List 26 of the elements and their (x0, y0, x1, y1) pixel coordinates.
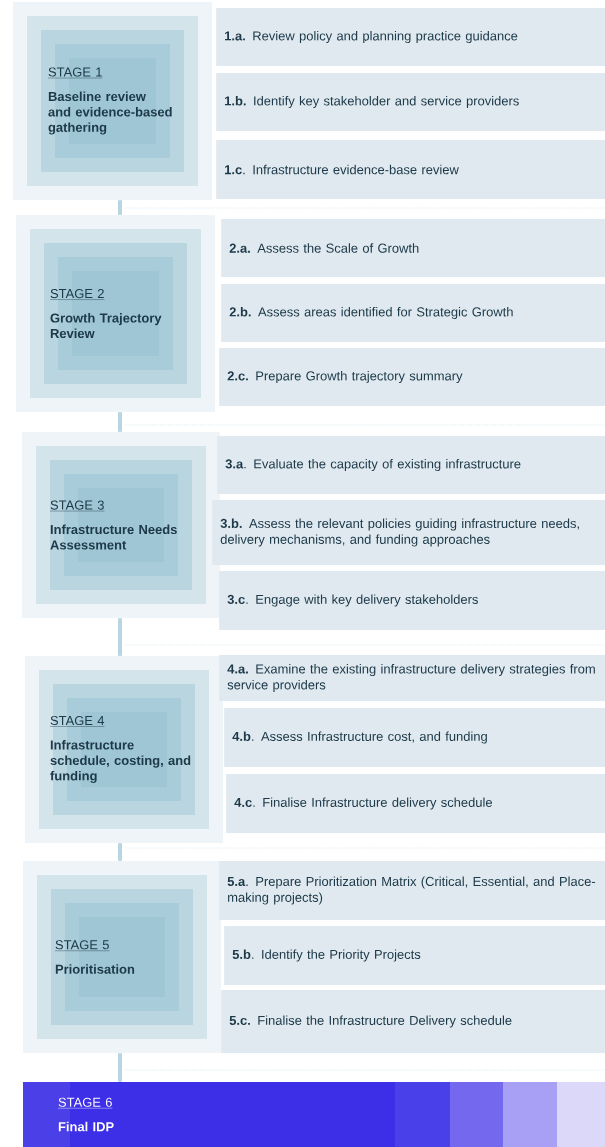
stage-box: STAGE 3 Infrastructure Needs Assessment (22, 432, 220, 618)
task-box: 1.c. Infrastructure evidence-base review (216, 140, 605, 199)
task-box: 3.a. Evaluate the capacity of existing infrastructure (217, 436, 605, 494)
connector-line (118, 843, 122, 861)
task-box: 3.b. Assess the relevant policies guiding infrastructure needs, delivery mechanisms, and funding approaches (212, 500, 605, 565)
connector-line (118, 412, 122, 432)
task-box: 4.b. Assess Infrastructure cost, and funding (224, 708, 605, 767)
task-box: 2.c. Prepare Growth trajectory summary (219, 348, 605, 406)
task-box: 1.b. Identify key stakeholder and service providers (216, 73, 605, 131)
task-box: 4.c. Finalise Infrastructure delivery schedule (226, 774, 605, 833)
stage-box: STAGE 5 Prioritisation (23, 861, 221, 1053)
task-box: 5.b. Identify the Priority Projects (224, 926, 605, 985)
stage-box: STAGE 4 Infrastructure schedule, costing, and funding (25, 656, 223, 843)
task-box: 3.c. Engage with key delivery stakeholders (219, 571, 605, 630)
connector-line (118, 1053, 122, 1082)
task-box: 5.c. Finalise the Infrastructure Delivery schedule (221, 990, 605, 1053)
task-box: 5.a. Prepare Prioritization Matrix (Critical, Essential, and Place-making projects) (219, 861, 605, 920)
connector-line (118, 618, 122, 656)
stage-box: STAGE 2 Growth Trajectory Review (16, 215, 215, 412)
task-box: 2.a. Assess the Scale of Growth (221, 219, 605, 277)
task-box: 2.b. Assess areas identified for Strategic Growth (221, 284, 605, 342)
stage-box: STAGE 1 Baseline review and evidence-based gathering (13, 2, 212, 200)
task-box: 4.a. Examine the existing infrastructure delivery strategies from service providers (219, 655, 605, 701)
connector-line (118, 200, 122, 215)
task-box: 1.a. Review policy and planning practice guidance (216, 8, 605, 66)
stage-band: STAGE 6 Final IDP (23, 1082, 605, 1147)
